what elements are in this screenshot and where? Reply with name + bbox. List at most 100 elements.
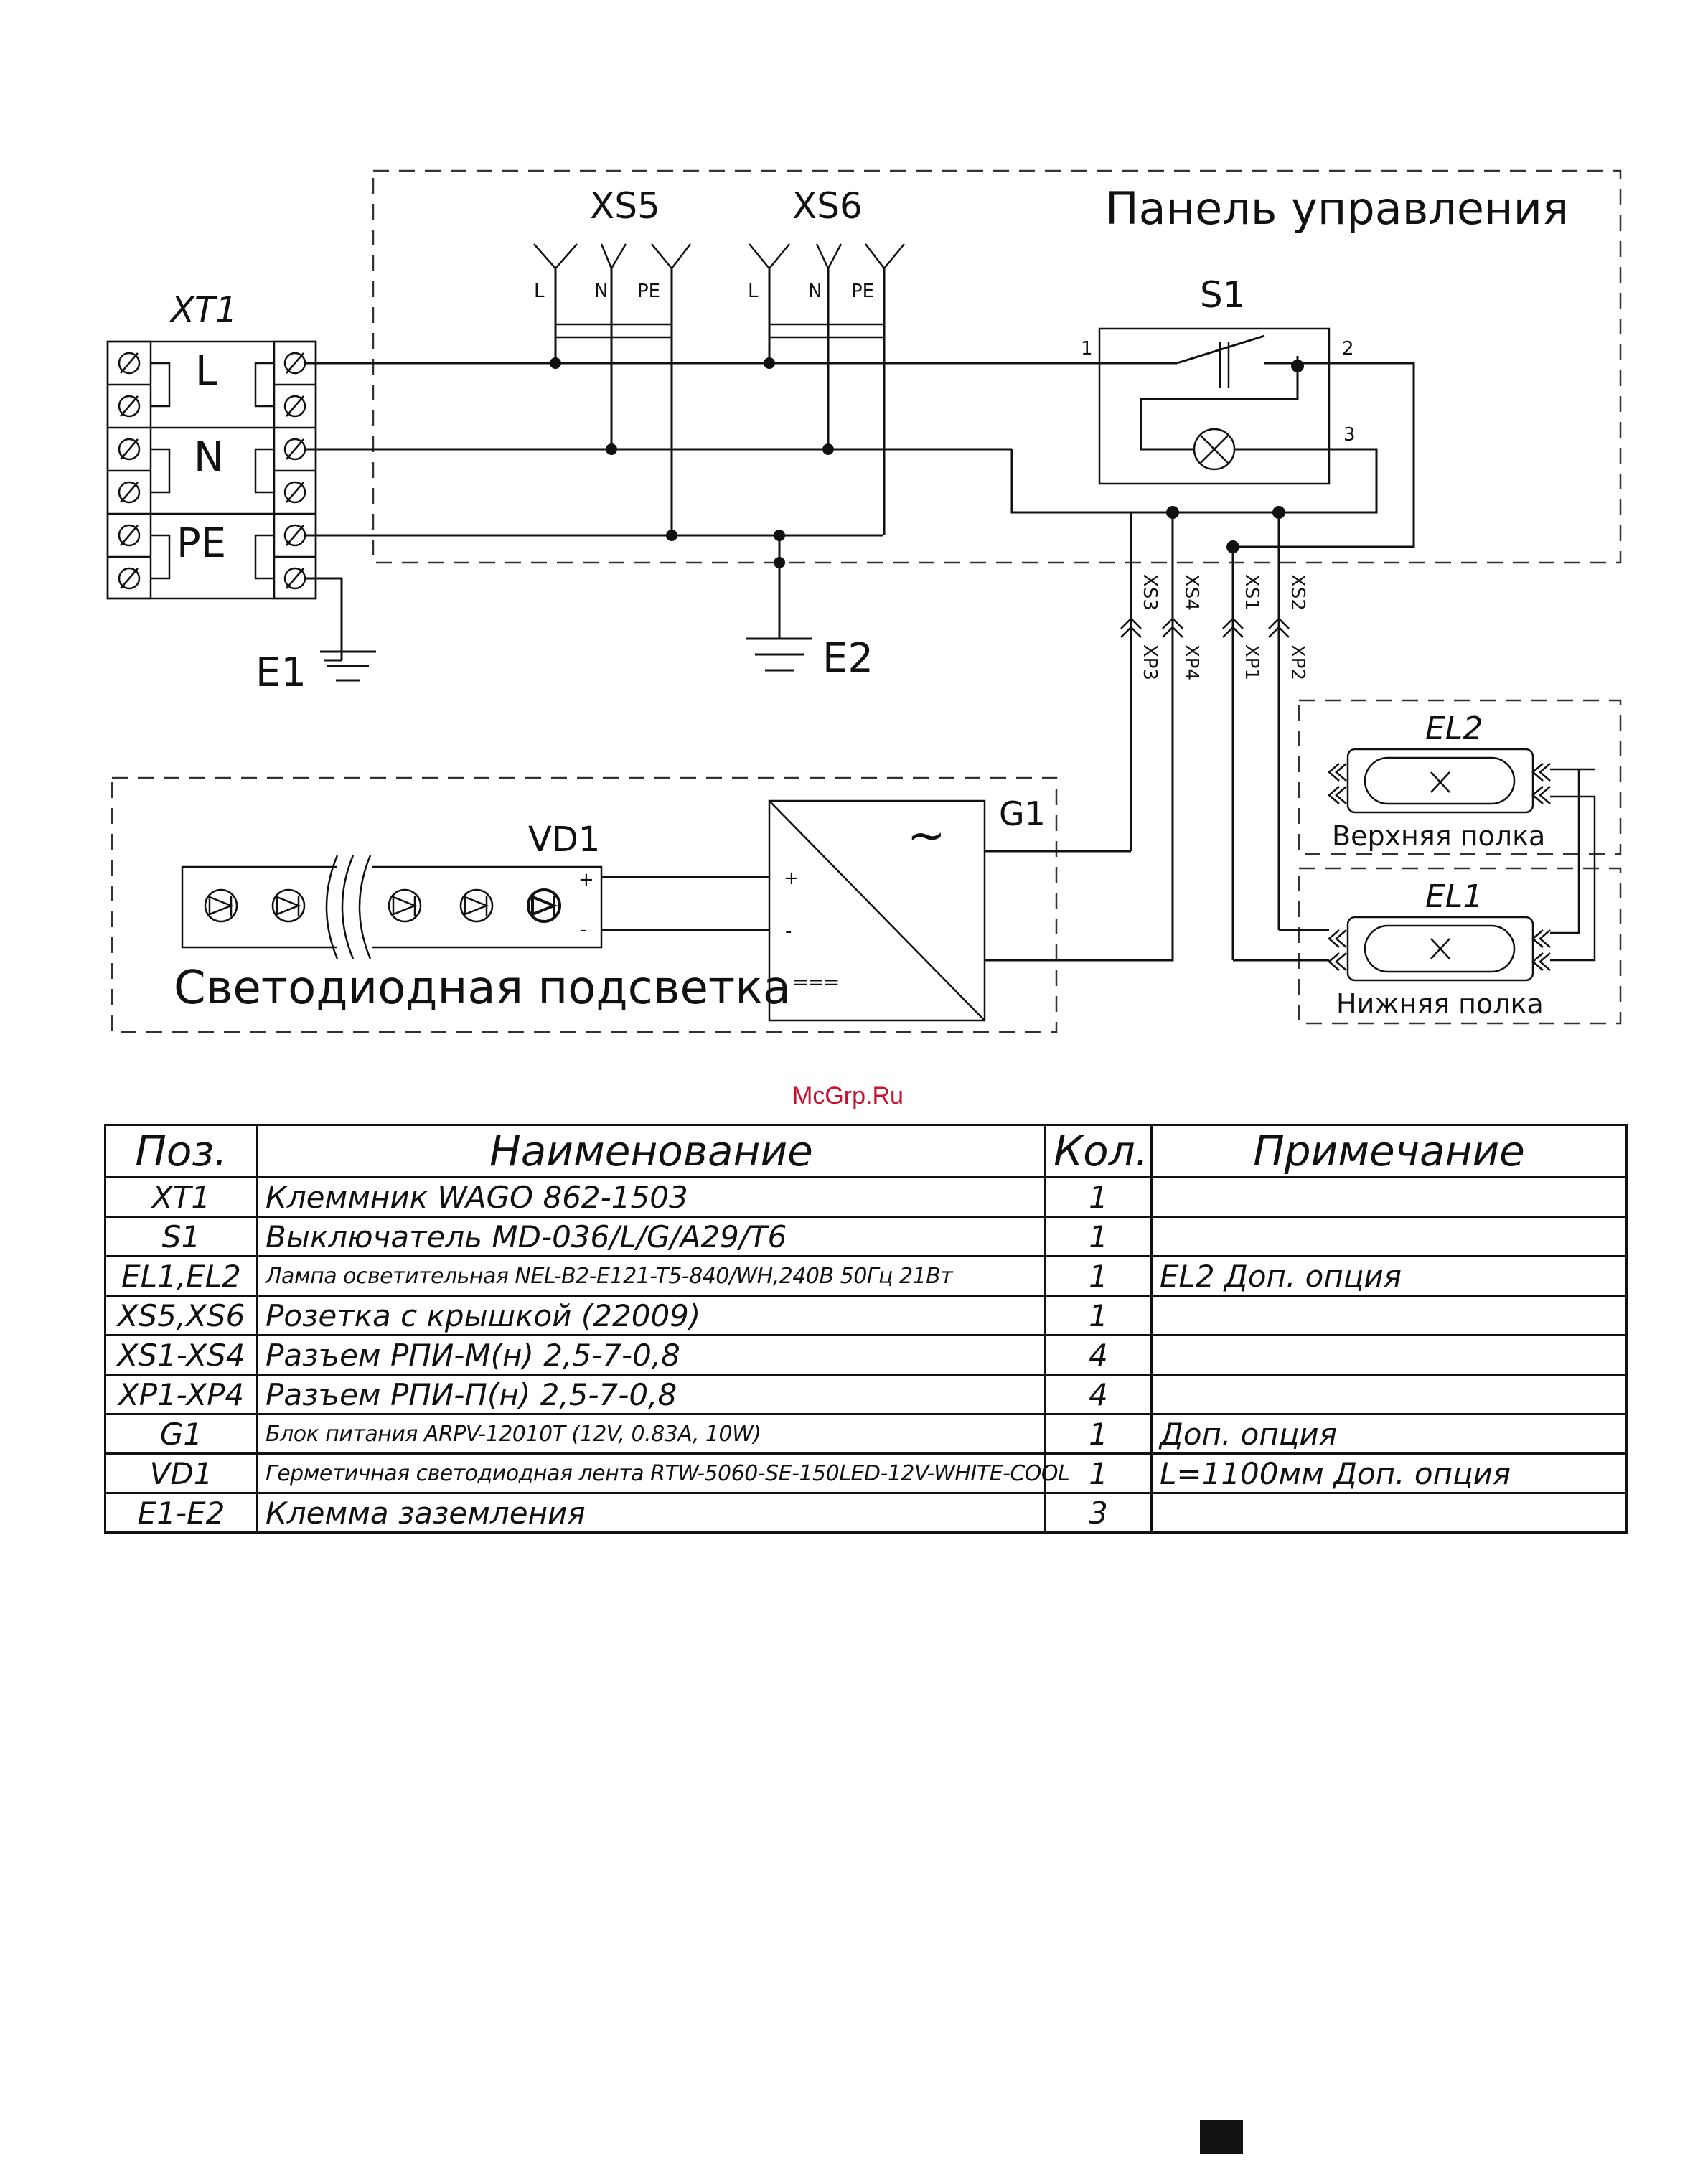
lamp-el2: EL2 Верхняя полка (1328, 710, 1551, 852)
panel-title: Панель управления (1105, 182, 1569, 235)
table-row: XS1-XS4 Разъем РПИ-М(н) 2,5-7-0,8 4 (104, 1334, 1628, 1376)
cell-name: Разъем РПИ-М(н) 2,5-7-0,8 (256, 1334, 1046, 1376)
conn-xp4: XP4 (1181, 644, 1202, 680)
cell-name: Выключатель MD-036/L/G/A29/T6 (256, 1216, 1046, 1257)
cell-note (1150, 1492, 1628, 1534)
cell-pos: XP1-XP4 (104, 1374, 258, 1415)
xs5-label: XS5 (590, 185, 660, 227)
cell-pos: XS5,XS6 (104, 1295, 258, 1336)
socket-xs6: XS6 L N PE (748, 185, 905, 535)
cell-qty: 3 (1044, 1492, 1153, 1534)
cell-name: Розетка с крышкой (22009) (256, 1295, 1046, 1336)
terminal-block-xt1: XT1 L (106, 290, 317, 600)
cell-pos: EL1,EL2 (104, 1255, 258, 1297)
cell-note (1150, 1216, 1628, 1257)
cell-name: Клеммник WAGO 862-1503 (256, 1176, 1046, 1218)
vd1-minus: - (580, 919, 586, 941)
cell-name: Клемма заземления (256, 1492, 1046, 1534)
cell-qty: 4 (1044, 1374, 1153, 1415)
conn-xs1: XS1 (1241, 574, 1262, 611)
el2-label: EL2 (1425, 710, 1483, 747)
xs6-label: XS6 (792, 185, 863, 227)
led-caption: Светодиодная подсветка (174, 962, 791, 1015)
cell-qty: 1 (1044, 1216, 1153, 1257)
g1-plus: + (784, 868, 799, 889)
cell-pos: XS1-XS4 (104, 1334, 258, 1376)
cell-qty: 1 (1044, 1295, 1153, 1336)
upper-shelf-frame (1298, 699, 1622, 855)
s1-pin-1: 1 (1081, 338, 1093, 360)
earth-e1: E1 (255, 577, 376, 696)
table-row: S1 Выключатель MD-036/L/G/A29/T6 1 (104, 1216, 1628, 1257)
conn-xs3: XS3 (1139, 574, 1160, 611)
switch-s1: S1 1 2 3 (1081, 274, 1356, 485)
cell-qty: 1 (1044, 1413, 1153, 1455)
cell-qty: 1 (1044, 1176, 1153, 1218)
el1-label: EL1 (1425, 878, 1483, 915)
table-row: G1 Блок питания ARPV-12010T (12V, 0.83A,… (104, 1413, 1628, 1455)
cell-name: Блок питания ARPV-12010T (12V, 0.83A, 10… (256, 1413, 1046, 1455)
header-note: Примечание (1150, 1124, 1628, 1178)
earth-e2: E2 (746, 535, 873, 682)
vd1-plus: + (578, 869, 594, 891)
cell-note (1150, 1334, 1628, 1376)
s1-pin-2: 2 (1342, 338, 1354, 360)
cell-note (1150, 1295, 1628, 1336)
cell-name: Герметичная светодиодная лента RTW-5060-… (256, 1452, 1070, 1494)
conn-xp1: XP1 (1241, 644, 1262, 680)
cell-pos: E1-E2 (104, 1492, 258, 1534)
s1-pin-3: 3 (1343, 424, 1356, 446)
table-header-row: Поз. Наименование Кол. Примечание (104, 1124, 1628, 1178)
el2-caption: Верхняя полка (1332, 820, 1545, 852)
header-qty: Кол. (1044, 1124, 1153, 1178)
page-marker (1200, 2120, 1243, 2154)
cell-note: L=1100мм Доп. опция (1150, 1452, 1628, 1494)
led-strip-vd1: VD1 + - Светодиодная подсветка (174, 820, 791, 1015)
control-panel-frame (372, 169, 1622, 564)
table-row: XT1 Клеммник WAGO 862-1503 1 (104, 1176, 1628, 1218)
header-name: Наименование (256, 1124, 1046, 1178)
cell-pos: S1 (104, 1216, 258, 1257)
cell-qty: 1 (1044, 1255, 1153, 1297)
xs6-pin-pe: PE (851, 281, 874, 302)
table-row: VD1 Герметичная светодиодная лента RTW-5… (104, 1452, 1628, 1494)
lamp-el1: EL1 Нижняя полка (1328, 878, 1551, 1020)
xs5-pin-n: N (594, 281, 608, 302)
xt1-term-l: L (195, 348, 217, 395)
cell-note: Доп. опция (1150, 1413, 1628, 1455)
xt1-label: XT1 (169, 290, 238, 330)
cell-qty: 4 (1044, 1334, 1153, 1376)
watermark: McGrp.Ru (792, 1082, 904, 1109)
vd1-label: VD1 (528, 820, 600, 860)
cell-name: Разъем РПИ-П(н) 2,5-7-0,8 (256, 1374, 1046, 1415)
socket-xs5: XS5 L N PE (533, 185, 691, 535)
conn-xp3: XP3 (1139, 644, 1160, 680)
wiring-diagram: Панель управления XT1 (106, 169, 1622, 1033)
header-pos: Поз. (104, 1124, 258, 1178)
g1-dc: === (792, 970, 838, 994)
power-supply-g1: G1 ~ === + - (768, 794, 1046, 1022)
g1-label: G1 (999, 794, 1046, 833)
xs5-pin-l: L (534, 281, 545, 302)
e1-label: E1 (255, 649, 306, 696)
s1-label: S1 (1200, 274, 1246, 316)
xt1-term-pe: PE (177, 520, 226, 567)
e2-label: E2 (822, 635, 873, 682)
cell-pos: VD1 (104, 1452, 258, 1494)
cell-qty: 1 (1044, 1452, 1153, 1494)
led-frame (111, 776, 1058, 1033)
xt1-term-n: N (194, 434, 224, 481)
lower-shelf-frame (1298, 867, 1622, 1025)
cell-name: Лампа осветительная NEL-B2-E121-T5-840/W… (256, 1255, 1046, 1297)
xs6-pin-l: L (748, 281, 759, 302)
el1-caption: Нижняя полка (1336, 988, 1544, 1020)
conn-xs4: XS4 (1181, 574, 1202, 611)
conn-xp2: XP2 (1287, 644, 1308, 680)
cell-note: EL2 Доп. опция (1150, 1255, 1628, 1297)
table-row: E1-E2 Клемма заземления 3 (104, 1492, 1628, 1534)
g1-minus: - (785, 921, 792, 942)
table-row: EL1,EL2 Лампа осветительная NEL-B2-E121-… (104, 1255, 1628, 1297)
cell-note (1150, 1374, 1628, 1415)
table-row: XP1-XP4 Разъем РПИ-П(н) 2,5-7-0,8 4 (104, 1374, 1628, 1415)
xs5-pin-pe: PE (637, 281, 660, 302)
